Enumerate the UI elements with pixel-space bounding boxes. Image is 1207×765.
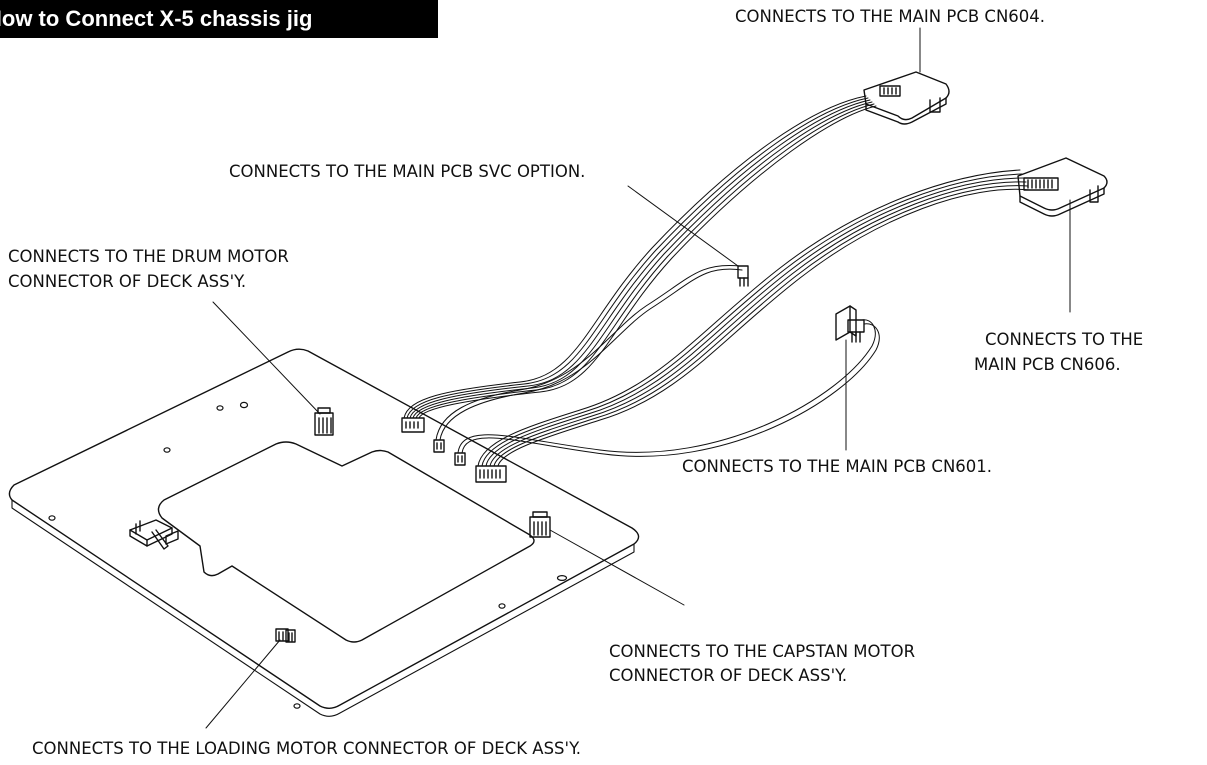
harness-connector-right: [475, 465, 507, 483]
cn606-board: [1017, 157, 1108, 217]
leader-svc: [627, 185, 739, 267]
jig-base-plate-edge: [11, 499, 635, 717]
wire-svc: [435, 264, 743, 441]
page-title: How to Connect X-5 chassis jig: [0, 6, 313, 31]
label-drum-line1: CONNECTS TO THE DRUM MOTOR: [8, 247, 289, 266]
plate-switch-part: [129, 519, 179, 550]
label-cn601: CONNECTS TO THE MAIN PCB CN601.: [682, 457, 993, 476]
cn601-connector: [835, 305, 865, 343]
drum-motor-connector: [314, 407, 334, 436]
harness-connector-small: [454, 452, 466, 466]
label-drum-line2: CONNECTOR OF DECK ASS'Y.: [8, 272, 247, 291]
jig-base-plate: [8, 348, 640, 709]
title-bar: [0, 0, 438, 38]
wire-bundle-cn606: [477, 169, 1031, 467]
harness-connector-left: [401, 417, 425, 433]
label-loading: CONNECTS TO THE LOADING MOTOR CONNECTOR …: [32, 739, 582, 758]
loading-motor-connector: [275, 628, 296, 643]
mounting-holes: [48, 401, 568, 709]
harness-connector-svc: [433, 439, 445, 453]
svc-connector: [737, 265, 749, 287]
jig-plate-cutout: [157, 441, 535, 643]
label-capstan-line1: CONNECTS TO THE CAPSTAN MOTOR: [609, 642, 916, 661]
leader-lines: [205, 27, 1071, 729]
cn604-board: [863, 71, 950, 125]
leader-drum: [212, 301, 321, 415]
wire-cn601: [457, 319, 880, 457]
leader-loading: [205, 639, 281, 729]
label-cn606-line1: CONNECTS TO THE: [985, 330, 1144, 349]
leader-capstan: [549, 529, 685, 606]
label-svc: CONNECTS TO THE MAIN PCB SVC OPTION.: [229, 162, 586, 181]
label-cn606-line2: MAIN PCB CN606.: [974, 355, 1121, 374]
label-capstan-line2: CONNECTOR OF DECK ASS'Y.: [609, 666, 848, 685]
wire-bundle-cn604: [403, 95, 877, 419]
label-cn604: CONNECTS TO THE MAIN PCB CN604.: [735, 7, 1046, 26]
capstan-motor-connector: [529, 511, 551, 538]
